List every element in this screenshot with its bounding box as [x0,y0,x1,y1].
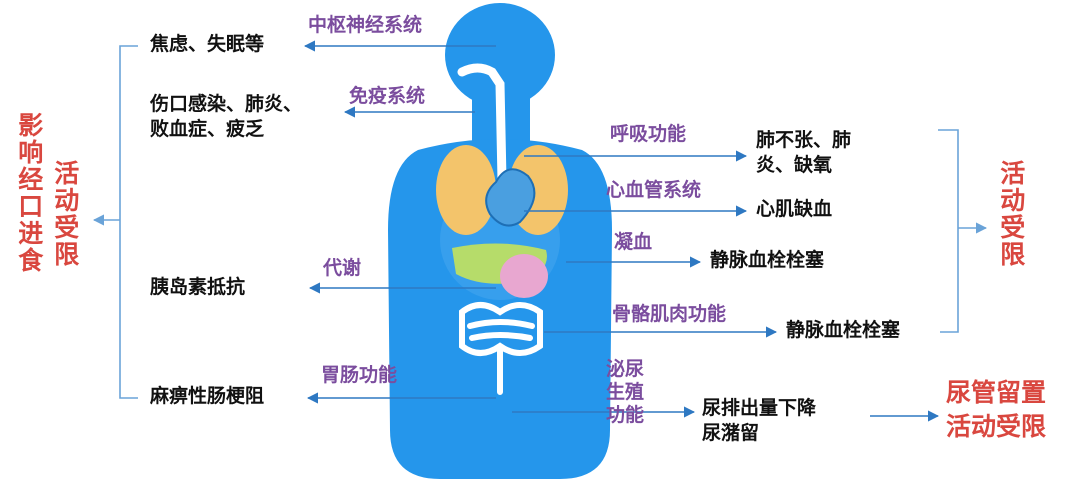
effect-ileus: 麻痹性肠梗阻 [150,385,265,407]
effect-ischemia: 心肌缺血 [756,198,833,220]
heart [485,168,536,227]
effect-urine: 尿排出量下降 尿潴留 [702,397,817,444]
label-coagulation: 凝血 [614,231,653,253]
label-respiratory: 呼吸功能 [610,123,687,145]
intestines [459,302,543,395]
left-bracket [92,45,138,399]
label-cns: 中枢神经系统 [308,14,423,36]
label-cardio: 心血管系统 [606,179,702,201]
human-body-silhouette [388,3,612,479]
effect-anxiety: 焦虑、失眠等 [150,33,265,55]
left-lung [436,145,496,235]
effect-insulin: 胰岛素抵抗 [150,276,246,298]
outcome-right: 活动受限 [996,160,1026,268]
label-metabolism: 代谢 [323,257,362,279]
outcome-left-inner: 活动受限 [50,160,80,268]
effect-infection: 伤口感染、肺炎、 败血症、疲乏 [150,93,303,140]
stomach [500,254,548,298]
effect-atelectasis: 肺不张、肺 炎、缺氧 [756,129,852,176]
organs [436,63,568,395]
right-arrows [512,150,940,422]
outcome-left-outer: 影响经口进食 [14,112,44,274]
label-gastro: 胃肠功能 [321,364,398,386]
label-musculoskeletal: 骨骼肌肉功能 [612,303,727,325]
left-arrows [303,40,496,404]
label-immune: 免疫系统 [349,85,426,107]
right-bracket [938,129,988,333]
outcome-catheter: 尿管留置 活动受限 [946,378,1047,441]
airway [457,63,507,185]
label-urogenital: 泌尿 生殖 功能 [606,358,645,427]
head [445,3,555,107]
effect-thrombosis-1: 静脉血栓栓塞 [710,249,825,271]
effect-thrombosis-2: 静脉血栓栓塞 [786,319,901,341]
